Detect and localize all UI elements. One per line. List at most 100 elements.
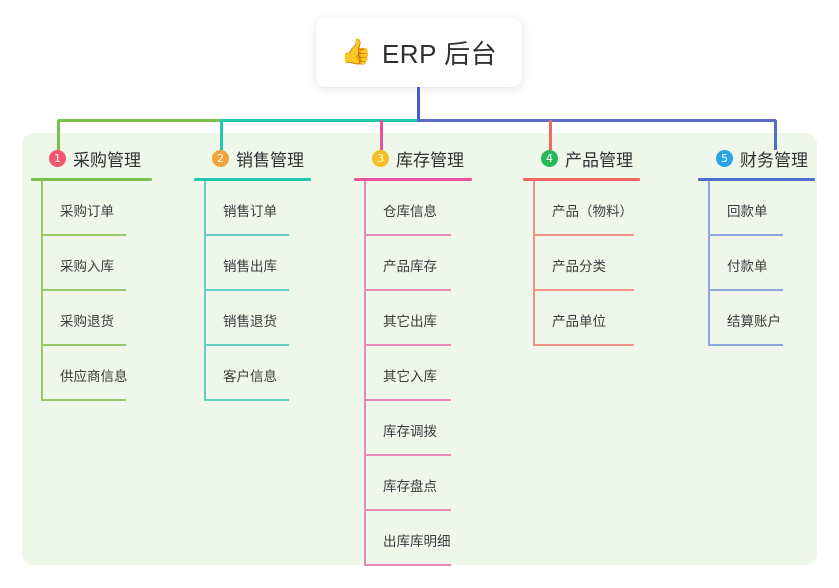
child-item-rule: [41, 344, 126, 346]
child-item-label: 产品分类: [552, 259, 606, 274]
child-item-rule: [41, 399, 126, 401]
column-title: 销售管理: [236, 150, 304, 170]
column-header-1[interactable]: 1 采购管理: [31, 145, 152, 171]
column-header-rule: [31, 178, 152, 181]
column-badge: 2: [212, 149, 229, 167]
child-item[interactable]: 采购订单: [31, 181, 152, 236]
column-children: 回款单付款单结算账户: [698, 181, 815, 346]
child-stem-line: [364, 236, 366, 291]
child-item-rule: [364, 344, 451, 346]
child-item[interactable]: 仓库信息: [354, 181, 472, 236]
child-item-label: 产品（物料）: [552, 204, 633, 219]
column-header-3[interactable]: 3 库存管理: [354, 145, 472, 171]
column-badge: 3: [372, 149, 389, 167]
child-item[interactable]: 销售出库: [194, 236, 311, 291]
child-item-rule: [204, 399, 289, 401]
child-item[interactable]: 产品分类: [523, 236, 640, 291]
column-children: 采购订单采购入库采购退货供应商信息: [31, 181, 152, 401]
child-item-rule: [204, 289, 289, 291]
child-item-label: 库存盘点: [383, 479, 437, 494]
child-stem-line: [364, 181, 366, 236]
child-stem-line: [41, 181, 43, 236]
child-stem-line: [533, 181, 535, 236]
child-item[interactable]: 产品库存: [354, 236, 472, 291]
column-children: 产品（物料） 产品分类产品单位: [523, 181, 640, 346]
child-item-rule: [41, 289, 126, 291]
child-item-label: 库存调拨: [383, 424, 437, 439]
child-item-rule: [708, 344, 783, 346]
child-item[interactable]: 付款单: [698, 236, 815, 291]
child-stem-line: [364, 456, 366, 511]
child-item-rule: [708, 289, 783, 291]
child-item[interactable]: 库存盘点: [354, 456, 472, 511]
child-item-rule: [41, 234, 126, 236]
child-stem-line: [364, 401, 366, 456]
column-badge: 1: [49, 149, 66, 167]
column-title: 产品管理: [565, 150, 633, 170]
column-header-4[interactable]: 4 产品管理: [523, 145, 640, 171]
child-item-label: 其它入库: [383, 369, 437, 384]
child-item-rule: [364, 454, 451, 456]
child-item[interactable]: 产品单位: [523, 291, 640, 346]
child-item-rule: [364, 509, 451, 511]
child-item-label: 销售订单: [223, 204, 277, 219]
child-item-label: 采购退货: [60, 314, 114, 329]
child-item-rule: [708, 234, 783, 236]
column-header-rule: [194, 178, 311, 181]
child-stem-line: [533, 236, 535, 291]
child-item[interactable]: 回款单: [698, 181, 815, 236]
child-item-rule: [204, 344, 289, 346]
child-item-rule: [364, 234, 451, 236]
column-title: 采购管理: [73, 150, 141, 170]
child-item[interactable]: 产品（物料）: [523, 181, 640, 236]
column-2: 2 销售管理销售订单销售出库销售退货客户信息: [194, 145, 311, 401]
column-title: 库存管理: [396, 150, 464, 170]
child-item[interactable]: 出库库明细: [354, 511, 472, 566]
child-item[interactable]: 采购入库: [31, 236, 152, 291]
child-item-rule: [364, 289, 451, 291]
child-item[interactable]: 库存调拨: [354, 401, 472, 456]
child-item[interactable]: 采购退货: [31, 291, 152, 346]
child-item-label: 产品单位: [552, 314, 606, 329]
child-stem-line: [533, 291, 535, 346]
child-item[interactable]: 其它出库: [354, 291, 472, 346]
child-stem-line: [708, 181, 710, 236]
child-stem-line: [708, 236, 710, 291]
child-item-label: 客户信息: [223, 369, 277, 384]
child-item-label: 出库库明细: [383, 534, 451, 549]
child-item[interactable]: 销售订单: [194, 181, 311, 236]
root-node[interactable]: 👍 ERP 后台: [316, 18, 522, 87]
child-item-rule: [533, 344, 634, 346]
column-header-rule: [523, 178, 640, 181]
column-header-rule: [698, 178, 815, 181]
column-badge: 4: [541, 149, 558, 167]
column-badge: 5: [716, 149, 733, 167]
child-item-label: 采购入库: [60, 259, 114, 274]
child-item-label: 采购订单: [60, 204, 114, 219]
child-stem-line: [204, 291, 206, 346]
child-stem-line: [41, 291, 43, 346]
column-header-2[interactable]: 2 销售管理: [194, 145, 311, 171]
thumbs-up-icon: 👍: [340, 38, 372, 66]
column-1: 1 采购管理采购订单采购入库采购退货供应商信息: [31, 145, 152, 401]
child-item[interactable]: 供应商信息: [31, 346, 152, 401]
child-item-rule: [533, 289, 634, 291]
child-item[interactable]: 销售退货: [194, 291, 311, 346]
child-item[interactable]: 客户信息: [194, 346, 311, 401]
child-item-label: 回款单: [727, 204, 768, 219]
child-item-rule: [364, 399, 451, 401]
child-item[interactable]: 结算账户: [698, 291, 815, 346]
child-item-label: 销售出库: [223, 259, 277, 274]
child-item-rule: [533, 234, 634, 236]
child-item-label: 销售退货: [223, 314, 277, 329]
diagram-panel: [22, 133, 817, 565]
child-item[interactable]: 其它入库: [354, 346, 472, 401]
child-item-label: 结算账户: [727, 314, 781, 329]
child-stem-line: [41, 236, 43, 291]
column-children: 仓库信息产品库存其它出库其它入库库存调拨库存盘点出库库明细: [354, 181, 472, 566]
column-4: 4 产品管理产品（物料） 产品分类产品单位: [523, 145, 640, 346]
child-stem-line: [204, 236, 206, 291]
child-stem-line: [364, 346, 366, 401]
root-node-label: ERP 后台: [381, 39, 498, 69]
